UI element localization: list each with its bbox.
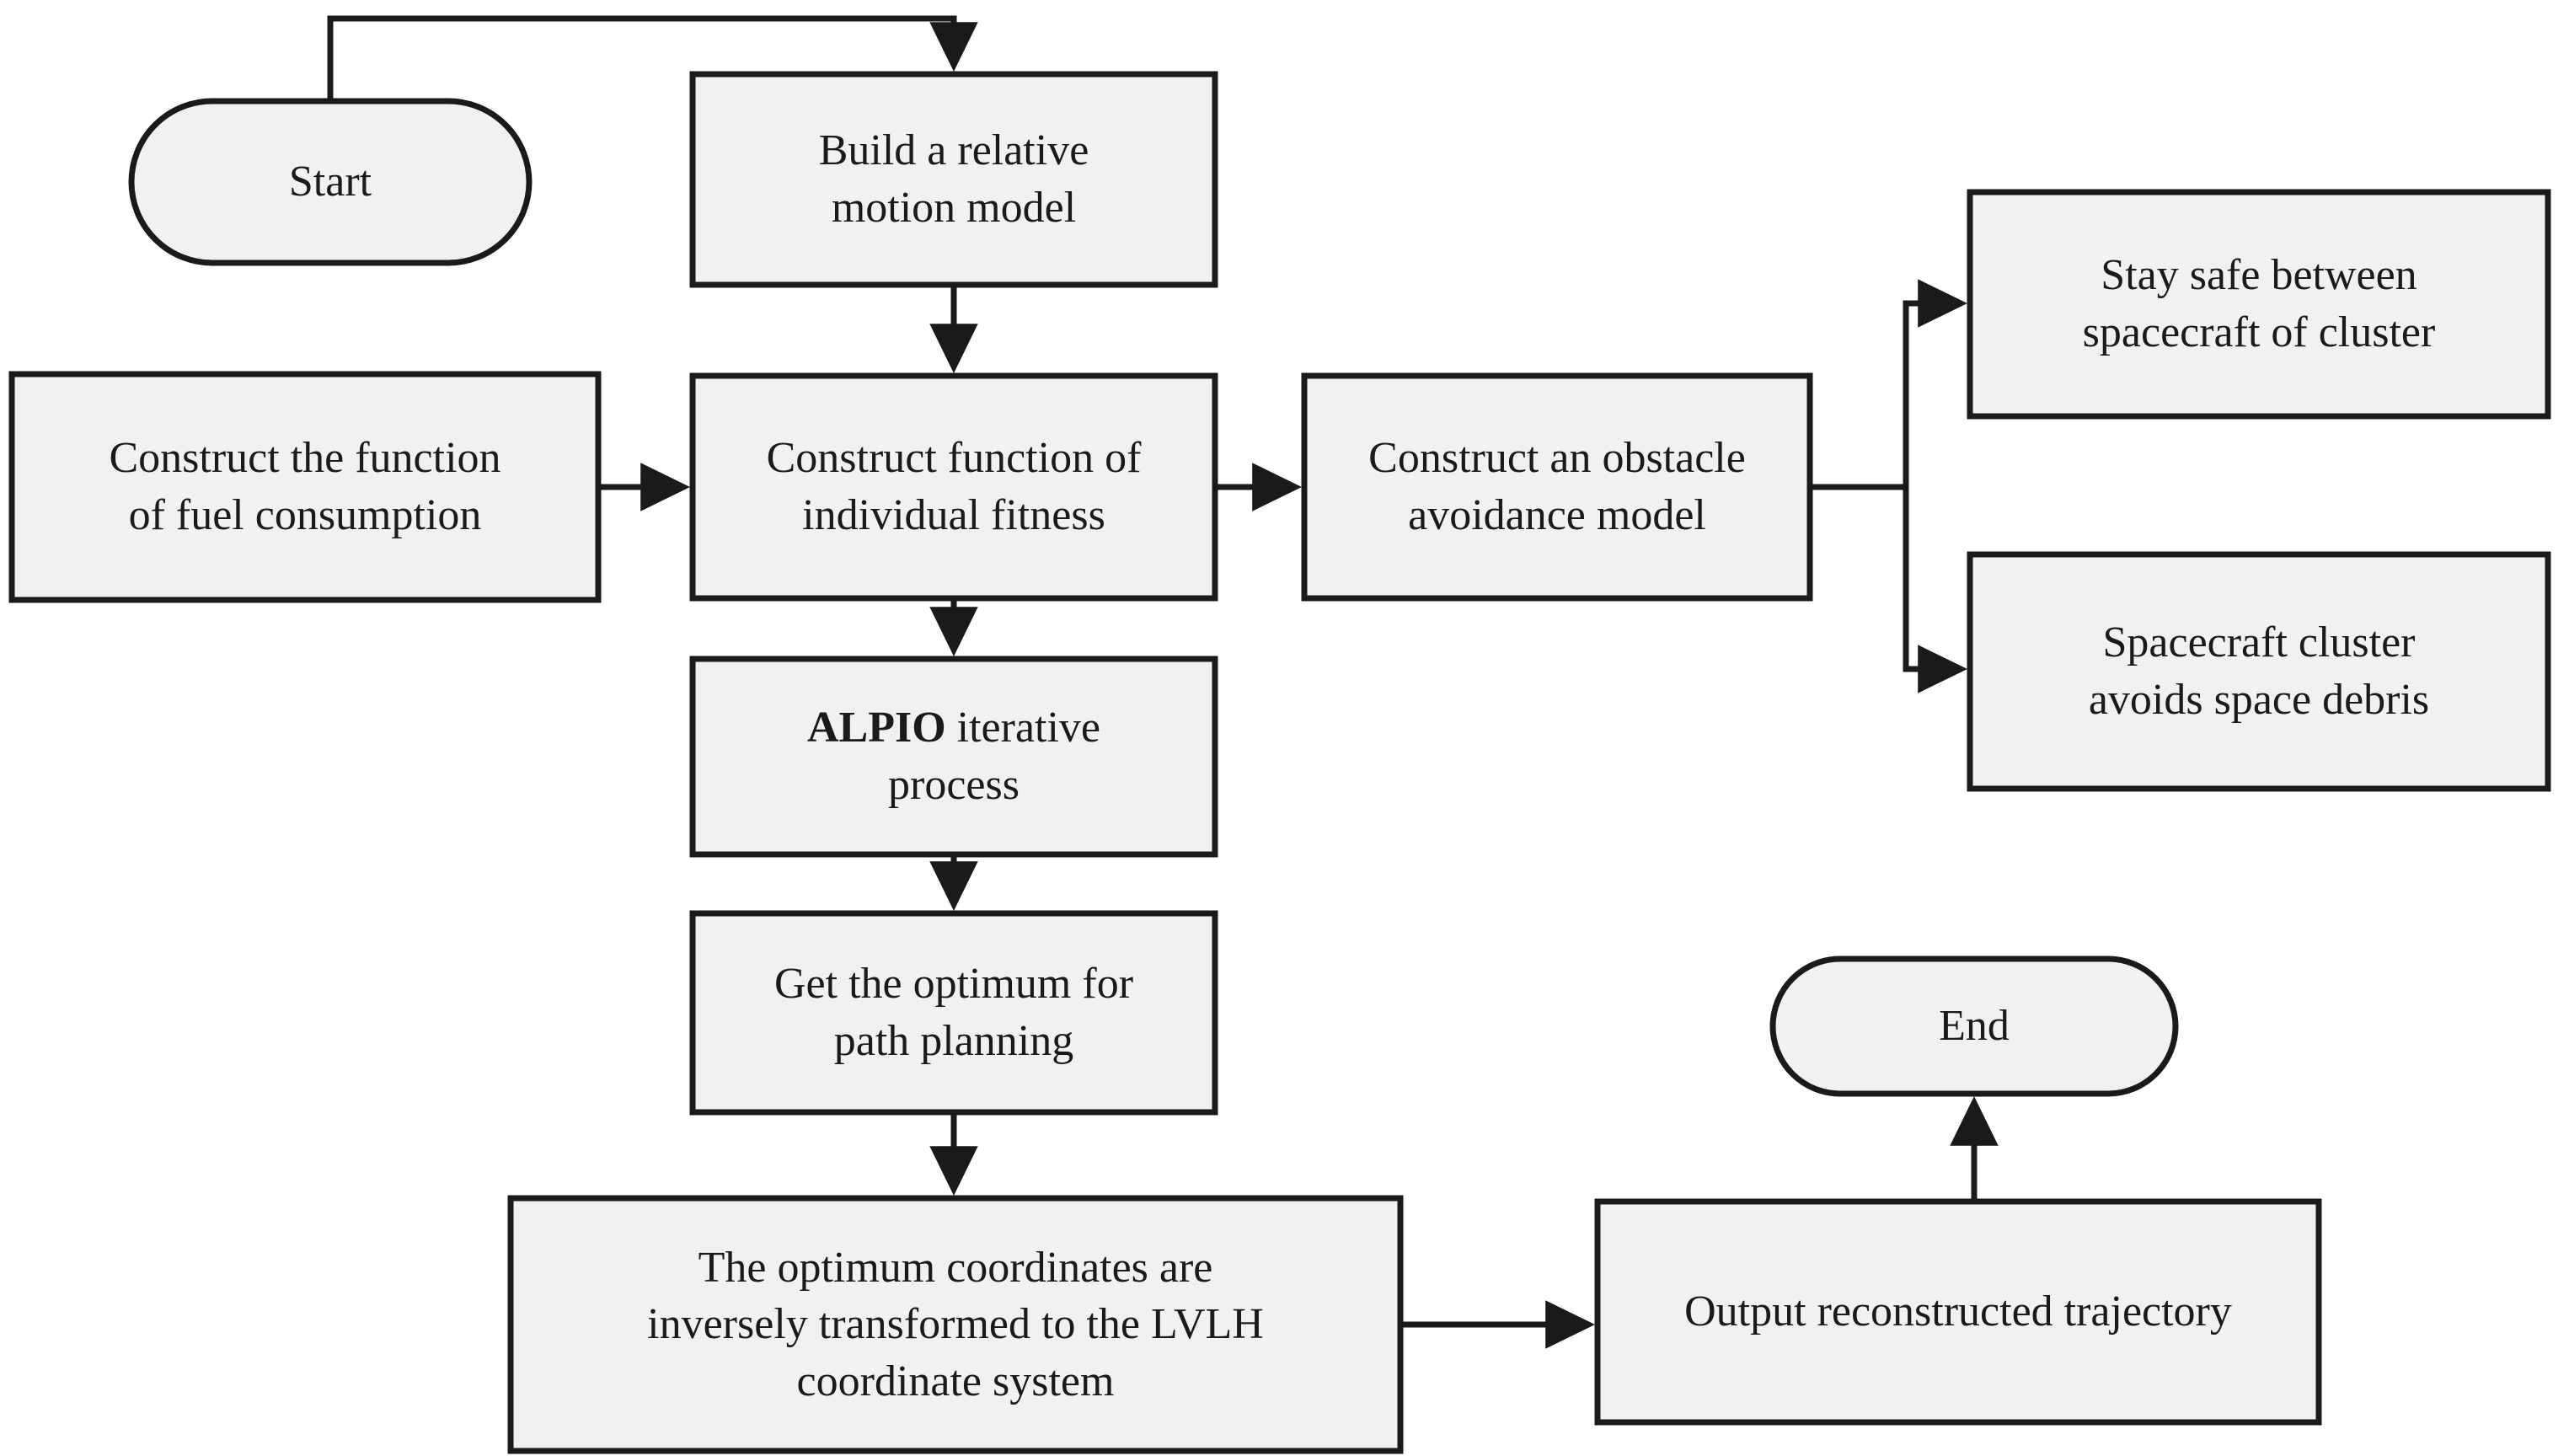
construct-fuel-consumption-box-shape — [8, 371, 602, 603]
construct-individual-fitness-box[interactable] — [693, 376, 1215, 598]
output-reconstructed-trajectory-box[interactable] — [1598, 1202, 2319, 1422]
construct-fuel-consumption-box[interactable] — [12, 374, 598, 600]
output-reconstructed-trajectory-box-shape — [1594, 1198, 2322, 1426]
start-terminator[interactable] — [131, 101, 529, 263]
build-relative-motion-model-box-shape — [689, 71, 1218, 288]
construct-obstacle-avoidance-box[interactable] — [1304, 376, 1810, 598]
end-terminator[interactable] — [1773, 959, 2176, 1094]
get-optimum-path-planning-box-shape — [689, 910, 1218, 1116]
alpio-iterative-process-box-shape — [689, 656, 1218, 858]
construct-obstacle-avoidance-box-shape — [1301, 372, 1813, 602]
node-shapes-layer — [8, 71, 2551, 1454]
spacecraft-cluster-avoids-space-debris-box-shape — [1967, 551, 2551, 792]
connector-obstacle-to-staysafe — [1810, 279, 1968, 490]
connector-obstacle-to-debris — [1903, 487, 1968, 693]
spacecraft-cluster-avoids-space-debris-box[interactable] — [1970, 554, 2548, 789]
connector-start-to-build — [327, 15, 978, 101]
end-terminator-shape — [1769, 956, 2179, 1097]
inverse-transform-lvlh-box-shape — [507, 1195, 1404, 1454]
construct-individual-fitness-box-shape — [689, 372, 1218, 602]
inverse-transform-lvlh-box[interactable] — [511, 1198, 1400, 1451]
connectors-layer — [327, 15, 1999, 1349]
build-relative-motion-model-box[interactable] — [693, 74, 1215, 285]
get-optimum-path-planning-box[interactable] — [693, 913, 1215, 1112]
alpio-iterative-process-box[interactable] — [693, 659, 1215, 854]
stay-safe-between-spacecraft-box[interactable] — [1970, 192, 2548, 416]
stay-safe-between-spacecraft-box-shape — [1967, 189, 2551, 420]
